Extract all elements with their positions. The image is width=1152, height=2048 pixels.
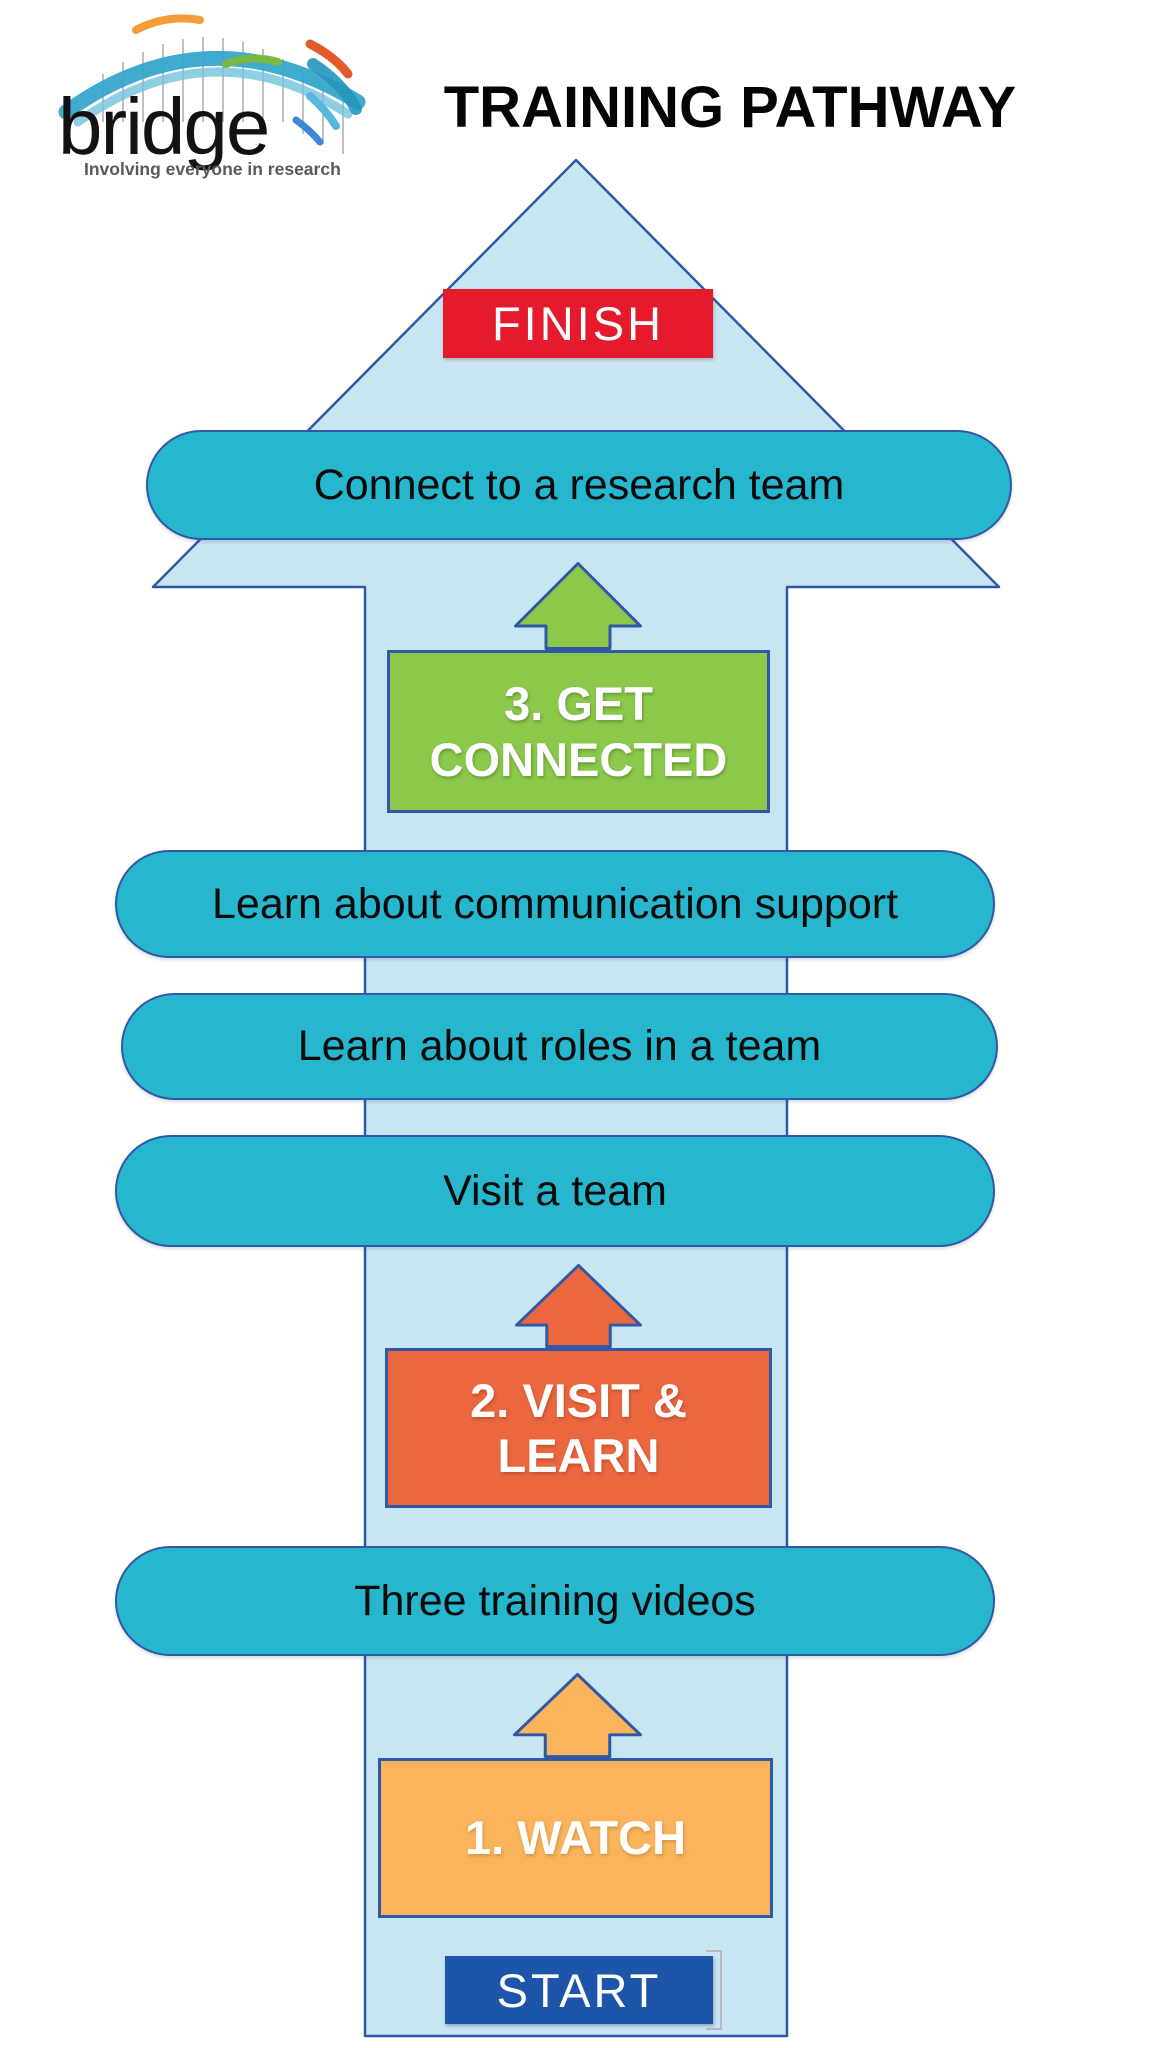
page-title: TRAINING PATHWAY	[443, 75, 1017, 140]
step-box-watch: 1. WATCH	[378, 1758, 773, 1918]
finish-label: FINISH	[491, 297, 665, 350]
milestone-label: Learn about communication support	[211, 879, 899, 928]
step-box-get-connected: 3. GET CONNECTED	[387, 650, 770, 813]
up-arrow-icon	[515, 1264, 642, 1348]
milestone-pill-visit: Visit a team	[115, 1135, 995, 1247]
logo-wordmark: bridge	[58, 82, 268, 171]
milestone-pill-communication: Learn about communication support	[115, 850, 995, 958]
milestone-label: Three training videos	[354, 1576, 756, 1625]
milestone-label: Connect to a research team	[313, 460, 845, 509]
bridge-logo: bridge Involving everyone in research	[58, 14, 366, 179]
step-label: 2. VISIT & LEARN	[470, 1373, 687, 1482]
milestone-label: Visit a team	[443, 1166, 667, 1215]
milestone-pill-videos: Three training videos	[115, 1546, 995, 1656]
milestone-pill-connect: Connect to a research team	[146, 430, 1012, 540]
step-box-visit-learn: 2. VISIT & LEARN	[385, 1348, 772, 1508]
logo-tagline: Involving everyone in research	[84, 159, 341, 179]
bridge-arc-icon	[58, 14, 366, 154]
milestone-label: Learn about roles in a team	[297, 1022, 822, 1070]
step-label: 1. WATCH	[464, 1811, 687, 1865]
up-arrow-icon	[513, 1673, 642, 1758]
step-label: 3. GET CONNECTED	[429, 677, 728, 786]
milestone-pill-roles: Learn about roles in a team	[121, 993, 998, 1100]
finish-badge: FINISH	[443, 289, 713, 358]
selection-handle-artifact	[706, 1950, 722, 2030]
start-badge: START	[445, 1956, 713, 2024]
start-label: START	[496, 1963, 662, 2017]
up-arrow-icon	[514, 562, 642, 650]
